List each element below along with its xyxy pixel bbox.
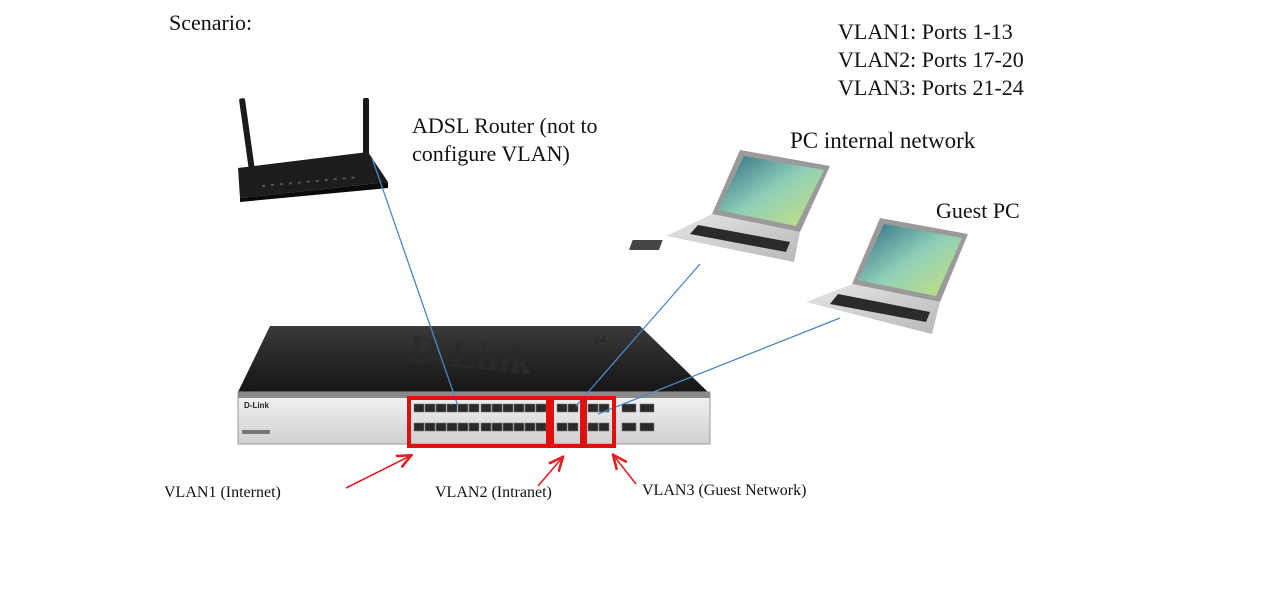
vlan1-label: VLAN1 (Internet) (164, 484, 281, 501)
vlan-highlight-boxes (407, 396, 616, 448)
vlan2-label: VLAN2 (Intranet) (435, 484, 552, 501)
vlan3-port-box (583, 396, 616, 448)
vlan1-ports-line: VLAN1: Ports 1-13 (838, 19, 1013, 44)
vlan2-port-box (550, 396, 584, 448)
router-to-switch-cable (371, 157, 459, 407)
vlan2-arrow (537, 458, 562, 487)
guest-pc-to-switch-cable (597, 317, 841, 415)
internal-pc-laptop-icon (629, 150, 830, 262)
vlan3-label: VLAN3 (Guest Network) (642, 482, 807, 499)
vlan3-arrow (614, 456, 637, 485)
vlan1-arrow (345, 456, 410, 489)
switch-front-brand: D-Link (244, 401, 269, 410)
vlan1-port-box (407, 396, 550, 448)
router-label-line-1: ADSL Router (not to (412, 113, 598, 138)
internal-pc-label: PC internal network (790, 128, 976, 153)
switch-port-grid (413, 403, 655, 432)
router-label-line-2: configure VLAN) (412, 141, 570, 166)
router-label: ADSL Router (not to configure VLAN) (412, 112, 598, 168)
scenario-title: Scenario: (169, 10, 253, 35)
vlan3-ports-line: VLAN3: Ports 21-24 (838, 75, 1024, 100)
guest-pc-laptop-icon (806, 218, 968, 334)
vlan-arrows (345, 456, 637, 489)
guest-pc-label: Guest PC (936, 198, 1020, 223)
adsl-router-icon (238, 98, 388, 202)
network-cables (371, 157, 841, 415)
vlan-port-summary: VLAN1: Ports 1-13 VLAN2: Ports 17-20 VLA… (838, 18, 1024, 102)
dlink-switch-icon: D-Link 24 D-Link (237, 326, 711, 445)
vlan2-ports-line: VLAN2: Ports 17-20 (838, 47, 1024, 72)
port-24-marker: 24 (594, 332, 606, 346)
internal-pc-to-switch-cable (575, 263, 701, 407)
